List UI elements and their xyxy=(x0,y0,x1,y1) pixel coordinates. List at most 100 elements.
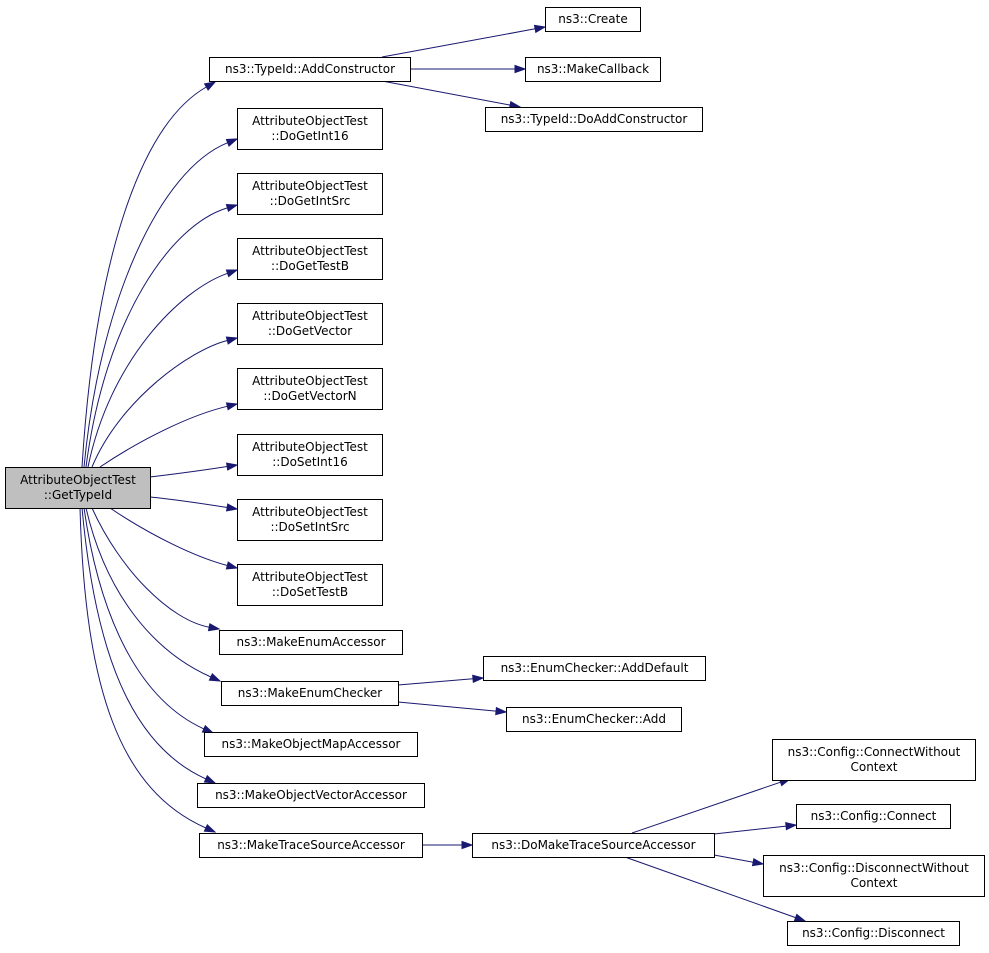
function-node[interactable]: ns3::TypeId::DoAddConstructor xyxy=(485,107,703,132)
edge-n20-to-n22 xyxy=(713,821,798,835)
node-label: ns3::TypeId::AddConstructor xyxy=(225,62,395,76)
function-node[interactable]: ns3::DoMakeTraceSourceAccessor xyxy=(472,833,715,858)
edge-n0-to-n5 xyxy=(83,138,239,468)
node-label: Context xyxy=(850,760,897,774)
node-box xyxy=(796,804,951,829)
edge-n1-to-n4 xyxy=(381,80,522,110)
node-label: ns3::MakeObjectVectorAccessor xyxy=(215,788,407,802)
edge-n19-to-n20 xyxy=(422,840,474,850)
node-box xyxy=(237,238,383,280)
node-label: ::DoGetVectorN xyxy=(263,389,356,403)
edge-n0-to-n10 xyxy=(149,462,239,478)
arrowhead-icon xyxy=(225,269,239,278)
node-box xyxy=(772,739,976,781)
edge-n0-to-n18 xyxy=(81,507,217,784)
edge-line xyxy=(91,340,228,468)
edge-line xyxy=(713,825,787,835)
edge-n20-to-n21 xyxy=(631,778,792,834)
function-node[interactable]: ns3::Config::Disconnect xyxy=(787,921,960,946)
arrowhead-icon xyxy=(208,672,222,682)
function-node[interactable]: ns3::MakeObjectMapAccessor xyxy=(204,732,418,757)
node-box xyxy=(197,783,425,808)
arrowhead-icon xyxy=(203,81,217,91)
edge-line xyxy=(397,701,497,712)
function-node[interactable]: AttributeObjectTest::DoGetVectorN xyxy=(237,368,383,410)
node-box xyxy=(237,564,383,606)
function-node[interactable]: ns3::EnumChecker::AddDefault xyxy=(483,656,706,681)
edge-line xyxy=(83,142,228,468)
node-label: ns3::Config::Disconnect xyxy=(802,926,945,940)
edge-line xyxy=(85,207,228,468)
edge-n0-to-n14 xyxy=(85,507,222,682)
edge-line xyxy=(631,781,781,834)
edge-line xyxy=(79,507,207,829)
function-node[interactable]: ns3::MakeCallback xyxy=(525,57,661,82)
arrowhead-icon xyxy=(225,561,239,570)
edge-line xyxy=(381,80,511,106)
node-label: ns3::MakeEnumAccessor xyxy=(236,635,385,649)
node-label: ns3::Config::ConnectWithout xyxy=(788,745,961,759)
edge-n0-to-n1 xyxy=(81,81,217,468)
node-box xyxy=(204,732,418,757)
node-box xyxy=(237,368,383,410)
node-label: AttributeObjectTest xyxy=(20,473,136,487)
edge-n0-to-n8 xyxy=(91,336,239,468)
function-node[interactable]: ns3::Config::Connect xyxy=(796,804,951,829)
node-box xyxy=(483,656,706,681)
function-node[interactable]: AttributeObjectTest::DoSetTestB xyxy=(237,564,383,606)
node-label: ns3::EnumChecker::AddDefault xyxy=(501,661,689,675)
function-node[interactable]: AttributeObjectTest::DoGetInt16 xyxy=(237,108,383,150)
node-box xyxy=(763,855,985,897)
function-node[interactable]: ns3::MakeTraceSourceAccessor xyxy=(199,833,423,858)
node-label: AttributeObjectTest xyxy=(252,179,368,193)
edge-n0-to-n9 xyxy=(99,402,239,468)
node-box xyxy=(485,107,703,132)
node-label: Context xyxy=(850,876,897,890)
function-node[interactable]: AttributeObjectTest::DoGetIntSrc xyxy=(237,173,383,215)
node-box xyxy=(221,681,399,706)
edge-line xyxy=(99,405,228,468)
node-label: AttributeObjectTest xyxy=(252,505,368,519)
edge-line xyxy=(91,507,210,628)
function-node[interactable]: AttributeObjectTest::DoSetIntSrc xyxy=(237,499,383,541)
function-node[interactable]: ns3::TypeId::AddConstructor xyxy=(209,57,411,82)
function-node[interactable]: ns3::MakeEnumAccessor xyxy=(219,630,403,655)
node-label: AttributeObjectTest xyxy=(252,570,368,584)
node-label: ns3::MakeObjectMapAccessor xyxy=(222,737,401,751)
arrowhead-icon xyxy=(514,64,527,74)
node-label: AttributeObjectTest xyxy=(252,114,368,128)
node-box xyxy=(199,833,423,858)
node-box xyxy=(5,467,151,509)
node-box xyxy=(506,707,682,732)
edge-n1-to-n3 xyxy=(410,64,527,74)
function-node[interactable]: ns3::MakeObjectVectorAccessor xyxy=(197,783,425,808)
node-label: ns3::TypeId::DoAddConstructor xyxy=(501,112,688,126)
node-label: AttributeObjectTest xyxy=(252,374,368,388)
edge-line xyxy=(713,854,754,863)
node-label: ns3::MakeEnumChecker xyxy=(238,686,383,700)
node-box xyxy=(545,7,641,32)
arrowhead-icon xyxy=(203,774,217,784)
node-label: ::DoGetTestB xyxy=(271,259,349,273)
node-label: ns3::Create xyxy=(558,12,627,26)
node-box xyxy=(237,303,383,345)
node-label: ::GetTypeId xyxy=(44,488,112,502)
arrowhead-icon xyxy=(225,462,239,471)
function-node[interactable]: AttributeObjectTest::DoGetTestB xyxy=(237,238,383,280)
function-node[interactable]: ns3::EnumChecker::Add xyxy=(506,707,682,732)
function-node[interactable]: ns3::MakeEnumChecker xyxy=(221,681,399,706)
function-node[interactable]: AttributeObjectTest::DoSetInt16 xyxy=(237,434,383,476)
root-function-node[interactable]: AttributeObjectTest::GetTypeId xyxy=(5,467,151,509)
edge-n14-to-n15 xyxy=(397,674,485,686)
edge-line xyxy=(381,28,536,58)
edge-n0-to-n17 xyxy=(83,507,215,734)
arrowhead-icon xyxy=(533,24,547,34)
node-box xyxy=(209,57,411,82)
function-node[interactable]: ns3::Create xyxy=(545,7,641,32)
arrowhead-icon xyxy=(225,203,239,213)
function-node[interactable]: AttributeObjectTest::DoGetVector xyxy=(237,303,383,345)
arrowhead-icon xyxy=(225,336,239,345)
